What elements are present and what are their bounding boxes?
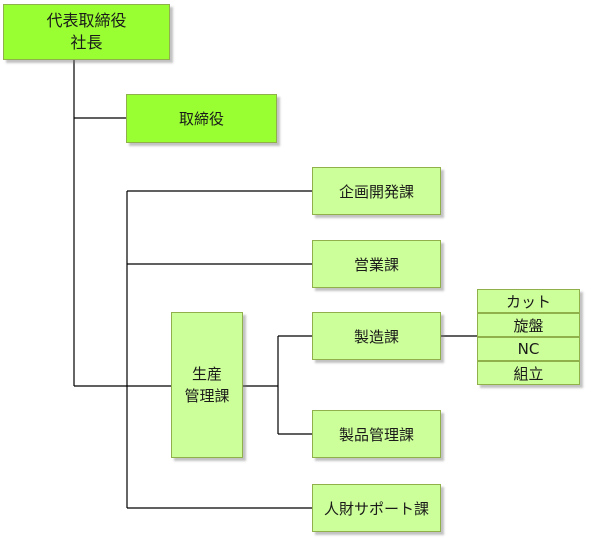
manufacturing-dept-label: 製造課 [353, 327, 399, 346]
director-label: 取締役 [178, 110, 224, 128]
unit-lathe: 旋盤 [477, 313, 580, 337]
unit-nc-label: NC [517, 340, 540, 358]
ceo-node: 代表取締役 社長 [3, 4, 170, 60]
production-subtitle: 管理課 [184, 387, 230, 405]
sales-dept-label: 営業課 [353, 255, 399, 274]
quality-dept-node: 製品管理課 [312, 410, 441, 458]
ceo-subtitle: 社長 [70, 33, 103, 52]
planning-dept-node: 企画開発課 [312, 167, 441, 215]
manufacturing-dept-node: 製造課 [312, 312, 441, 360]
quality-dept-label: 製品管理課 [338, 425, 414, 444]
unit-cut: カット [477, 289, 580, 313]
hr-dept-node: 人財サポート課 [312, 484, 441, 532]
planning-dept-label: 企画開発課 [338, 182, 414, 201]
unit-nc: NC [477, 337, 580, 361]
director-node: 取締役 [126, 94, 277, 143]
production-node: 生産 管理課 [171, 312, 243, 458]
production-title: 生産 [191, 365, 222, 383]
unit-assembly: 組立 [477, 361, 580, 385]
unit-lathe-label: 旋盤 [513, 316, 544, 335]
unit-cut-label: カット [505, 292, 551, 311]
ceo-title: 代表取締役 [46, 11, 127, 30]
unit-assembly-label: 組立 [513, 364, 544, 383]
hr-dept-label: 人財サポート課 [323, 499, 429, 518]
sales-dept-node: 営業課 [312, 240, 441, 288]
